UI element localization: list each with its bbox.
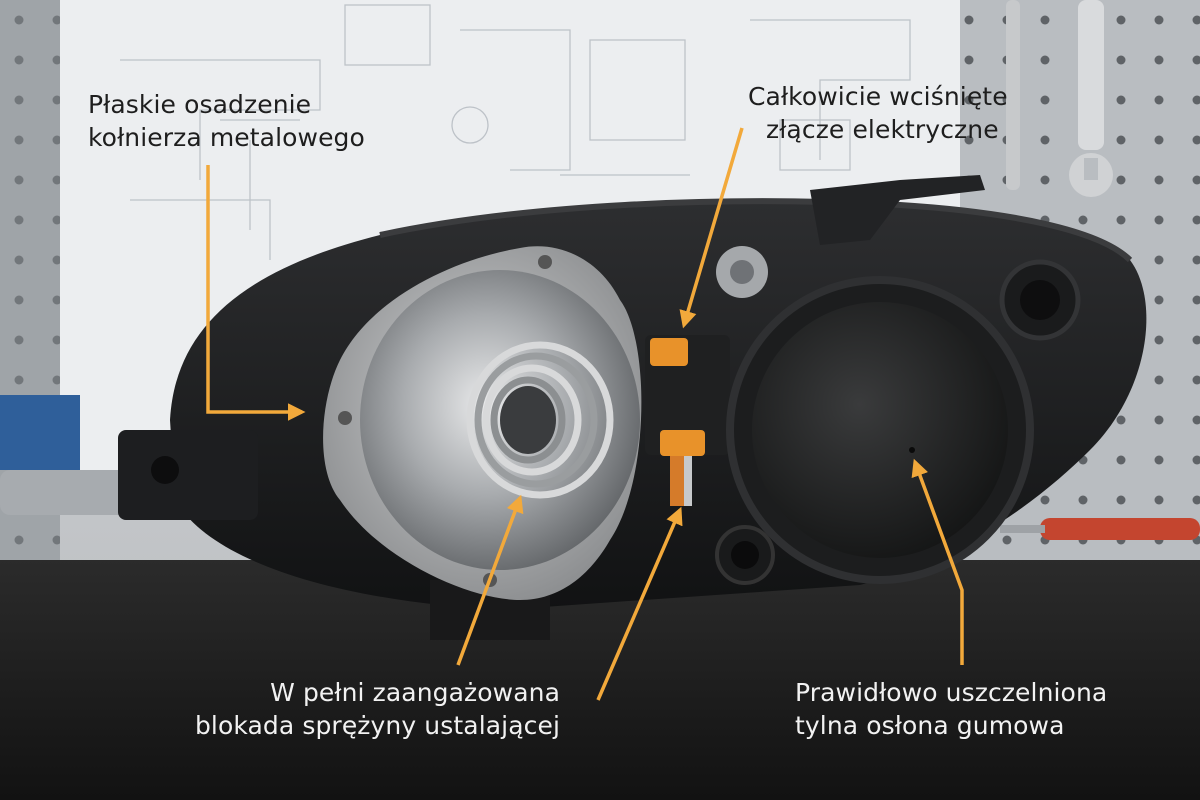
metal-part — [0, 470, 150, 515]
callout-flange-line2: kołnierza metalowego — [88, 123, 365, 152]
hanging-wrench — [1006, 0, 1113, 197]
callout-spring-line2: blokada sprężyny ustalającej — [194, 711, 560, 740]
screwdriver — [1000, 518, 1200, 540]
callout-cover: Prawidłowo uszczelniona tylna osłona gum… — [795, 676, 1107, 742]
retaining-spring — [466, 341, 614, 499]
callout-connector-line1: Całkowicie wciśnięte — [748, 82, 1008, 111]
bulb-socket — [500, 386, 556, 454]
blue-bin — [0, 395, 80, 470]
callout-arrows — [206, 127, 964, 701]
callout-flange-line1: Płaskie osadzenie — [88, 90, 312, 119]
callout-spring: W pełni zaangażowana blokada sprężyny us… — [170, 676, 560, 742]
callout-spring-line1: W pełni zaangażowana — [270, 678, 560, 707]
arrow-spring — [456, 494, 524, 666]
arrow-connector — [679, 127, 744, 329]
arrow-cable — [596, 506, 683, 701]
callout-cover-line1: Prawidłowo uszczelniona — [795, 678, 1108, 707]
callout-flange: Płaskie osadzenie kołnierza metalowego — [88, 88, 365, 154]
arrow-cover — [911, 458, 964, 665]
adjuster-bolt — [716, 246, 768, 298]
electrical-connector — [645, 335, 730, 506]
rubber-dust-cover — [726, 276, 1034, 584]
callout-cover-line2: tylna osłona gumowa — [795, 711, 1065, 740]
callout-connector: Całkowicie wciśnięte złącze elektryczne — [748, 80, 1008, 146]
blueprint-drawing — [120, 4, 911, 260]
callout-connector-line2: złącze elektryczne — [766, 115, 999, 144]
arrow-flange — [206, 165, 306, 421]
